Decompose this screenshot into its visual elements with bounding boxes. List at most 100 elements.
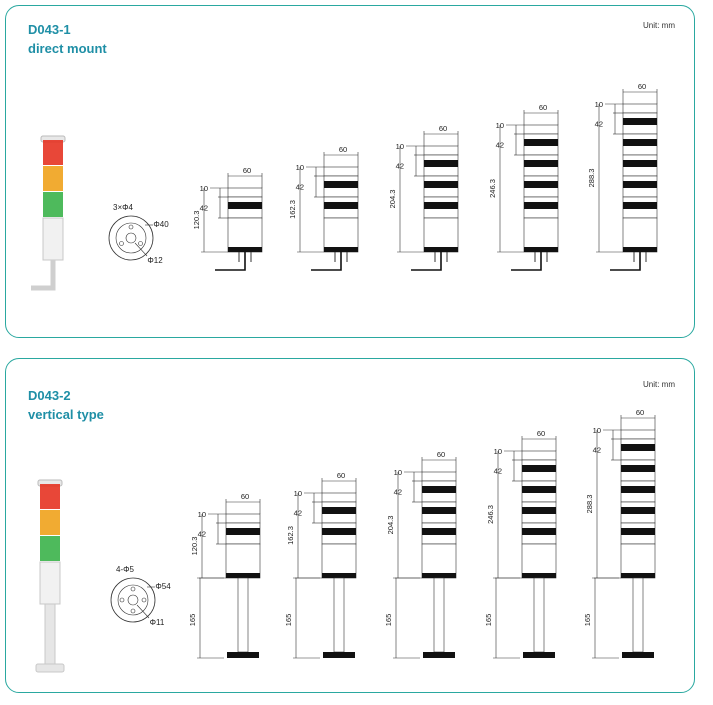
base-center-hole [127,594,139,606]
tower-foot [227,652,259,658]
width-dim-value: 60 [439,124,447,133]
tower-top-cap [622,103,658,114]
tower-cable [311,252,342,271]
tower-body-outline [423,217,459,253]
base-mount-hole [130,608,136,614]
height-dim-value: 204.3 [388,190,397,209]
width-dim-value: 60 [537,429,545,438]
tower-cable [511,252,542,271]
tower-tier-band [621,486,655,493]
tower-body-base [424,247,458,252]
tower-tier-band [522,507,556,514]
tower-tier-band [621,507,655,514]
section-1-type: direct mount [28,41,107,56]
tower-foot [622,652,654,658]
tower-tier-band [621,528,655,535]
tower-tier-band [623,139,657,146]
width-dim-value: 60 [638,82,646,91]
width-dim-value: 60 [539,103,547,112]
tower-body-outline [321,543,357,579]
tower-tier-band [424,202,458,209]
tower-body-outline [225,543,261,579]
tower-body-base [422,573,456,578]
tower-tier-band [623,181,657,188]
base-mid-circle [115,222,147,254]
tower-light-amber [40,510,60,535]
tower-cable [610,252,641,271]
tower-tier-band [424,181,458,188]
tower-tier-band [524,181,558,188]
width-dim-value: 60 [337,471,345,480]
section-1-code: D043-1 [28,22,71,37]
pole-dim-value: 165 [188,614,197,627]
height-dim-value: 120.3 [190,537,199,556]
tower-pole [237,577,249,653]
tower-body-base [226,573,260,578]
tower-tier-band [228,202,262,209]
tower-pole [632,577,644,653]
height-dim-value: 162.3 [286,526,295,545]
tower-foot [323,652,355,658]
tower-body [39,561,61,605]
tower-tier-band [522,486,556,493]
base-inner-leader [136,604,150,619]
tower-body [42,217,64,261]
tower-light-green [40,536,60,561]
tower-tier-band [524,160,558,167]
tower-top-cap [620,429,656,440]
base-holes-label: 3×Φ4 [113,203,134,212]
tower-tier-band [422,507,456,514]
base-outer-label: Φ54 [155,582,171,591]
tower-top-cap [423,145,459,156]
base-inner-leader [134,242,148,257]
tower-pole [533,577,545,653]
tower-body-base [623,247,657,252]
tower-top-cap [227,187,263,198]
base-inner-label: Φ11 [150,618,165,627]
tower-tier-band [324,202,358,209]
tower-tier-band [324,181,358,188]
base-inner-label: Φ12 [147,256,163,265]
tower-base [35,663,65,673]
pole-dim-value: 165 [484,614,493,627]
tower-body-outline [523,217,559,253]
tower-tier-band [422,528,456,535]
tower-body-outline [227,217,263,253]
tower-body-outline [622,217,658,253]
tower-top-cap [523,124,559,135]
height-dim-value: 120.3 [192,211,201,230]
tower-pole [433,577,445,653]
height-dim-value: 246.3 [488,179,497,198]
tower-body-outline [421,543,457,579]
tower-body-base [522,573,556,578]
tower-tier-band [524,139,558,146]
height-dim-value: 288.3 [587,169,596,188]
tower-top-cap [225,513,261,524]
tower-foot [423,652,455,658]
height-dim-value: 288.3 [585,495,594,514]
tower-top-cap [421,471,457,482]
tower-light-red [40,484,60,509]
tower-light-amber [43,166,63,191]
tower-top-cap [323,166,359,177]
width-dim-value: 60 [437,450,445,459]
base-outer-circle [110,577,156,623]
tower-tier-band [322,528,356,535]
pole-dim-value: 165 [284,614,293,627]
tower-tier-band [621,444,655,451]
tower-body-outline [323,217,359,253]
tower-body-base [324,247,358,252]
base-mount-hole [141,597,147,603]
base-outer-label: Φ40 [153,220,169,229]
tower-body-outline [620,543,656,579]
tower-body-base [524,247,558,252]
width-dim-value: 60 [241,492,249,501]
section-2-type: vertical type [28,407,104,422]
tower-pole [44,603,56,665]
tower-tier-band [322,507,356,514]
tower-body-base [228,247,262,252]
height-dim-value: 162.3 [288,200,297,219]
tower-top-cap [521,450,557,461]
tower-tier-band [621,465,655,472]
